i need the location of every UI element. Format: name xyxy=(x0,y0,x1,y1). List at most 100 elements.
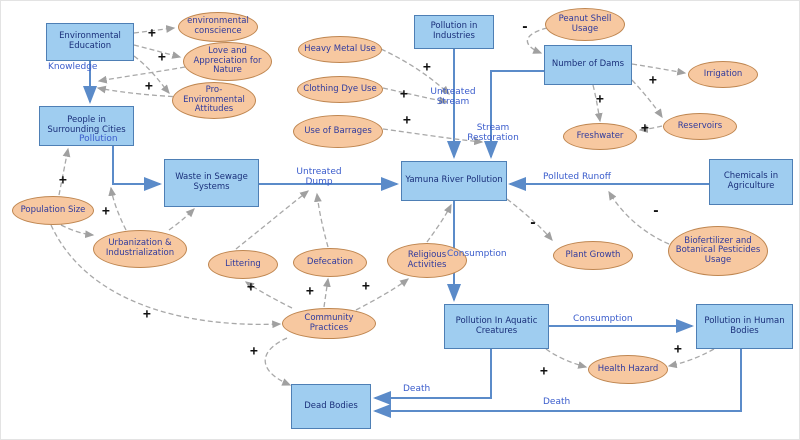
sign-plus: + xyxy=(649,73,657,88)
node-yamuna-river-pollution[interactable]: Yamuna River Pollution xyxy=(401,161,507,201)
node-health-hazard[interactable]: Health Hazard xyxy=(588,355,668,384)
node-label: Biofertilizer and Botanical Pesticides U… xyxy=(675,235,761,265)
edge-dams-to-reservoirs xyxy=(631,79,663,119)
edge-education-to-conscience xyxy=(133,25,176,34)
edge-human-to-dead-bodies xyxy=(373,349,742,418)
edge-label-polluted-runoff: Polluted Runoff xyxy=(543,172,611,182)
node-people-in-surrounding-cities[interactable]: People in Surrounding Cities xyxy=(39,106,134,146)
edge-urbanization-to-pollution xyxy=(108,186,127,231)
node-peanut-shell-usage[interactable]: Peanut Shell Usage xyxy=(545,8,625,41)
edge-education-to-pro-env xyxy=(133,55,170,94)
node-label: Health Hazard xyxy=(597,363,659,374)
node-clothing-dye-use[interactable]: Clothing Dye Use xyxy=(297,76,383,103)
edge-population-to-people xyxy=(58,147,71,196)
node-label: environmental conscience xyxy=(187,16,249,36)
node-environmental-education[interactable]: Environmental Education xyxy=(46,23,134,61)
node-heavy-metal-use[interactable]: Heavy Metal Use xyxy=(298,36,382,63)
edge-littering-to-dump xyxy=(235,190,310,250)
sign-plus: + xyxy=(674,342,682,357)
node-pollution-in-human-bodies[interactable]: Pollution in Human Bodies xyxy=(696,304,793,349)
node-biofertilizer-botanical-pesticides[interactable]: Biofertilizer and Botanical Pesticides U… xyxy=(668,226,768,276)
edge-community-to-dead-bodies xyxy=(264,337,292,386)
node-label: Yamuna River Pollution xyxy=(405,175,503,186)
node-plant-growth[interactable]: Plant Growth xyxy=(553,241,633,270)
node-waste-in-sewage-systems[interactable]: Waste in Sewage Systems xyxy=(164,159,259,207)
node-label: Peanut Shell Usage xyxy=(558,13,612,34)
edge-label-consumption-1: Consumption xyxy=(447,249,507,259)
sign-plus: + xyxy=(143,307,151,322)
node-label: Love and Appreciation for Nature xyxy=(193,46,262,76)
node-label: Environmental Education xyxy=(59,31,121,51)
node-reservoirs[interactable]: Reservoirs xyxy=(663,113,737,140)
node-label: Littering xyxy=(225,258,261,269)
edge-urbanization-to-sewage xyxy=(168,208,195,231)
node-label: Defecation xyxy=(306,256,354,267)
node-label: Heavy Metal Use xyxy=(304,43,376,54)
node-label: People in Surrounding Cities xyxy=(47,115,126,135)
sign-plus: + xyxy=(145,79,153,94)
edge-label-untreated-dump: Untreated Dump xyxy=(296,167,342,188)
node-label: Irrigation xyxy=(703,68,743,79)
node-population-size[interactable]: Population Size xyxy=(12,196,94,225)
node-irrigation[interactable]: Irrigation xyxy=(688,61,758,88)
node-label: Reservoirs xyxy=(677,120,723,131)
node-environmental-conscience[interactable]: environmental conscience xyxy=(178,12,258,42)
edge-aquatic-to-health-hazard xyxy=(545,348,588,369)
node-label: Religious Activities xyxy=(407,249,447,270)
edge-clothing-dye-to-stream xyxy=(382,87,449,105)
edge-community-to-defecation xyxy=(323,277,331,308)
node-pollution-in-industries[interactable]: Pollution in Industries xyxy=(414,15,494,49)
node-littering[interactable]: Littering xyxy=(208,250,278,279)
edge-religious-to-yamuna xyxy=(426,203,452,243)
edge-education-to-love-nature xyxy=(133,44,182,59)
edge-label-consumption-2: Consumption xyxy=(573,314,633,324)
node-label: Freshwater xyxy=(576,130,624,141)
edge-biofertilizer-to-runoff xyxy=(608,190,670,245)
edge-community-to-littering xyxy=(244,281,293,309)
sign-plus: + xyxy=(400,87,408,102)
node-label: Plant Growth xyxy=(565,249,621,260)
edge-human-to-health-hazard xyxy=(667,348,715,369)
edge-community-to-religious xyxy=(355,278,410,311)
node-pro-environmental-attitudes[interactable]: Pro-Environmental Attitudes xyxy=(172,82,256,119)
node-label: Pro-Environmental Attitudes xyxy=(183,85,245,115)
node-urbanization-industrialization[interactable]: Urbanization & Industrialization xyxy=(93,230,187,268)
node-label: Pollution In Aquatic Creatures xyxy=(455,315,538,336)
sign-plus: + xyxy=(306,284,314,299)
node-love-appreciation-nature[interactable]: Love and Appreciation for Nature xyxy=(183,42,272,81)
node-label: Clothing Dye Use xyxy=(303,83,377,94)
node-community-practices[interactable]: Community Practices xyxy=(282,308,376,339)
node-freshwater[interactable]: Freshwater xyxy=(563,123,637,150)
edge-label-untreated-stream: Untreated Stream xyxy=(430,87,476,108)
edge-reservoirs-to-freshwater xyxy=(638,125,663,133)
node-number-of-dams[interactable]: Number of Dams xyxy=(544,45,632,85)
edge-label-death-1: Death xyxy=(403,384,431,394)
sign-plus: + xyxy=(158,50,166,65)
sign-plus: + xyxy=(148,26,156,41)
edge-yamuna-to-plant-growth xyxy=(506,198,553,241)
sign-plus: + xyxy=(540,364,548,379)
sign-plus: + xyxy=(250,344,258,359)
node-use-of-barrages[interactable]: Use of Barrages xyxy=(293,115,383,148)
edge-label-knowledge: Knowledge xyxy=(48,62,98,72)
edge-aquatic-to-dead-bodies xyxy=(373,349,492,405)
edge-heavy-metal-to-stream xyxy=(380,48,450,95)
node-religious-activities[interactable]: Religious Activities xyxy=(387,243,467,278)
edge-dams-to-yamuna xyxy=(484,70,544,159)
edge-label-stream-restoration: Stream Restoration xyxy=(467,123,519,144)
node-label: Number of Dams xyxy=(551,59,625,70)
node-label: Population Size xyxy=(20,204,86,215)
edge-people-to-sewage xyxy=(112,146,162,191)
node-label: Urbanization & Industrialization xyxy=(105,238,175,258)
node-dead-bodies[interactable]: Dead Bodies xyxy=(291,384,371,429)
node-defecation[interactable]: Defecation xyxy=(293,248,367,277)
edge-love-nature-to-knowledge xyxy=(97,66,186,84)
sign-plus: + xyxy=(102,204,110,219)
node-chemicals-in-agriculture[interactable]: Chemicals in Agriculture xyxy=(709,159,793,205)
node-pollution-in-aquatic-creatures[interactable]: Pollution In Aquatic Creatures xyxy=(444,304,549,349)
sign-minus: - xyxy=(529,216,537,231)
node-label: Pollution in Industries xyxy=(430,21,478,41)
edge-population-to-urbanization xyxy=(60,224,95,239)
